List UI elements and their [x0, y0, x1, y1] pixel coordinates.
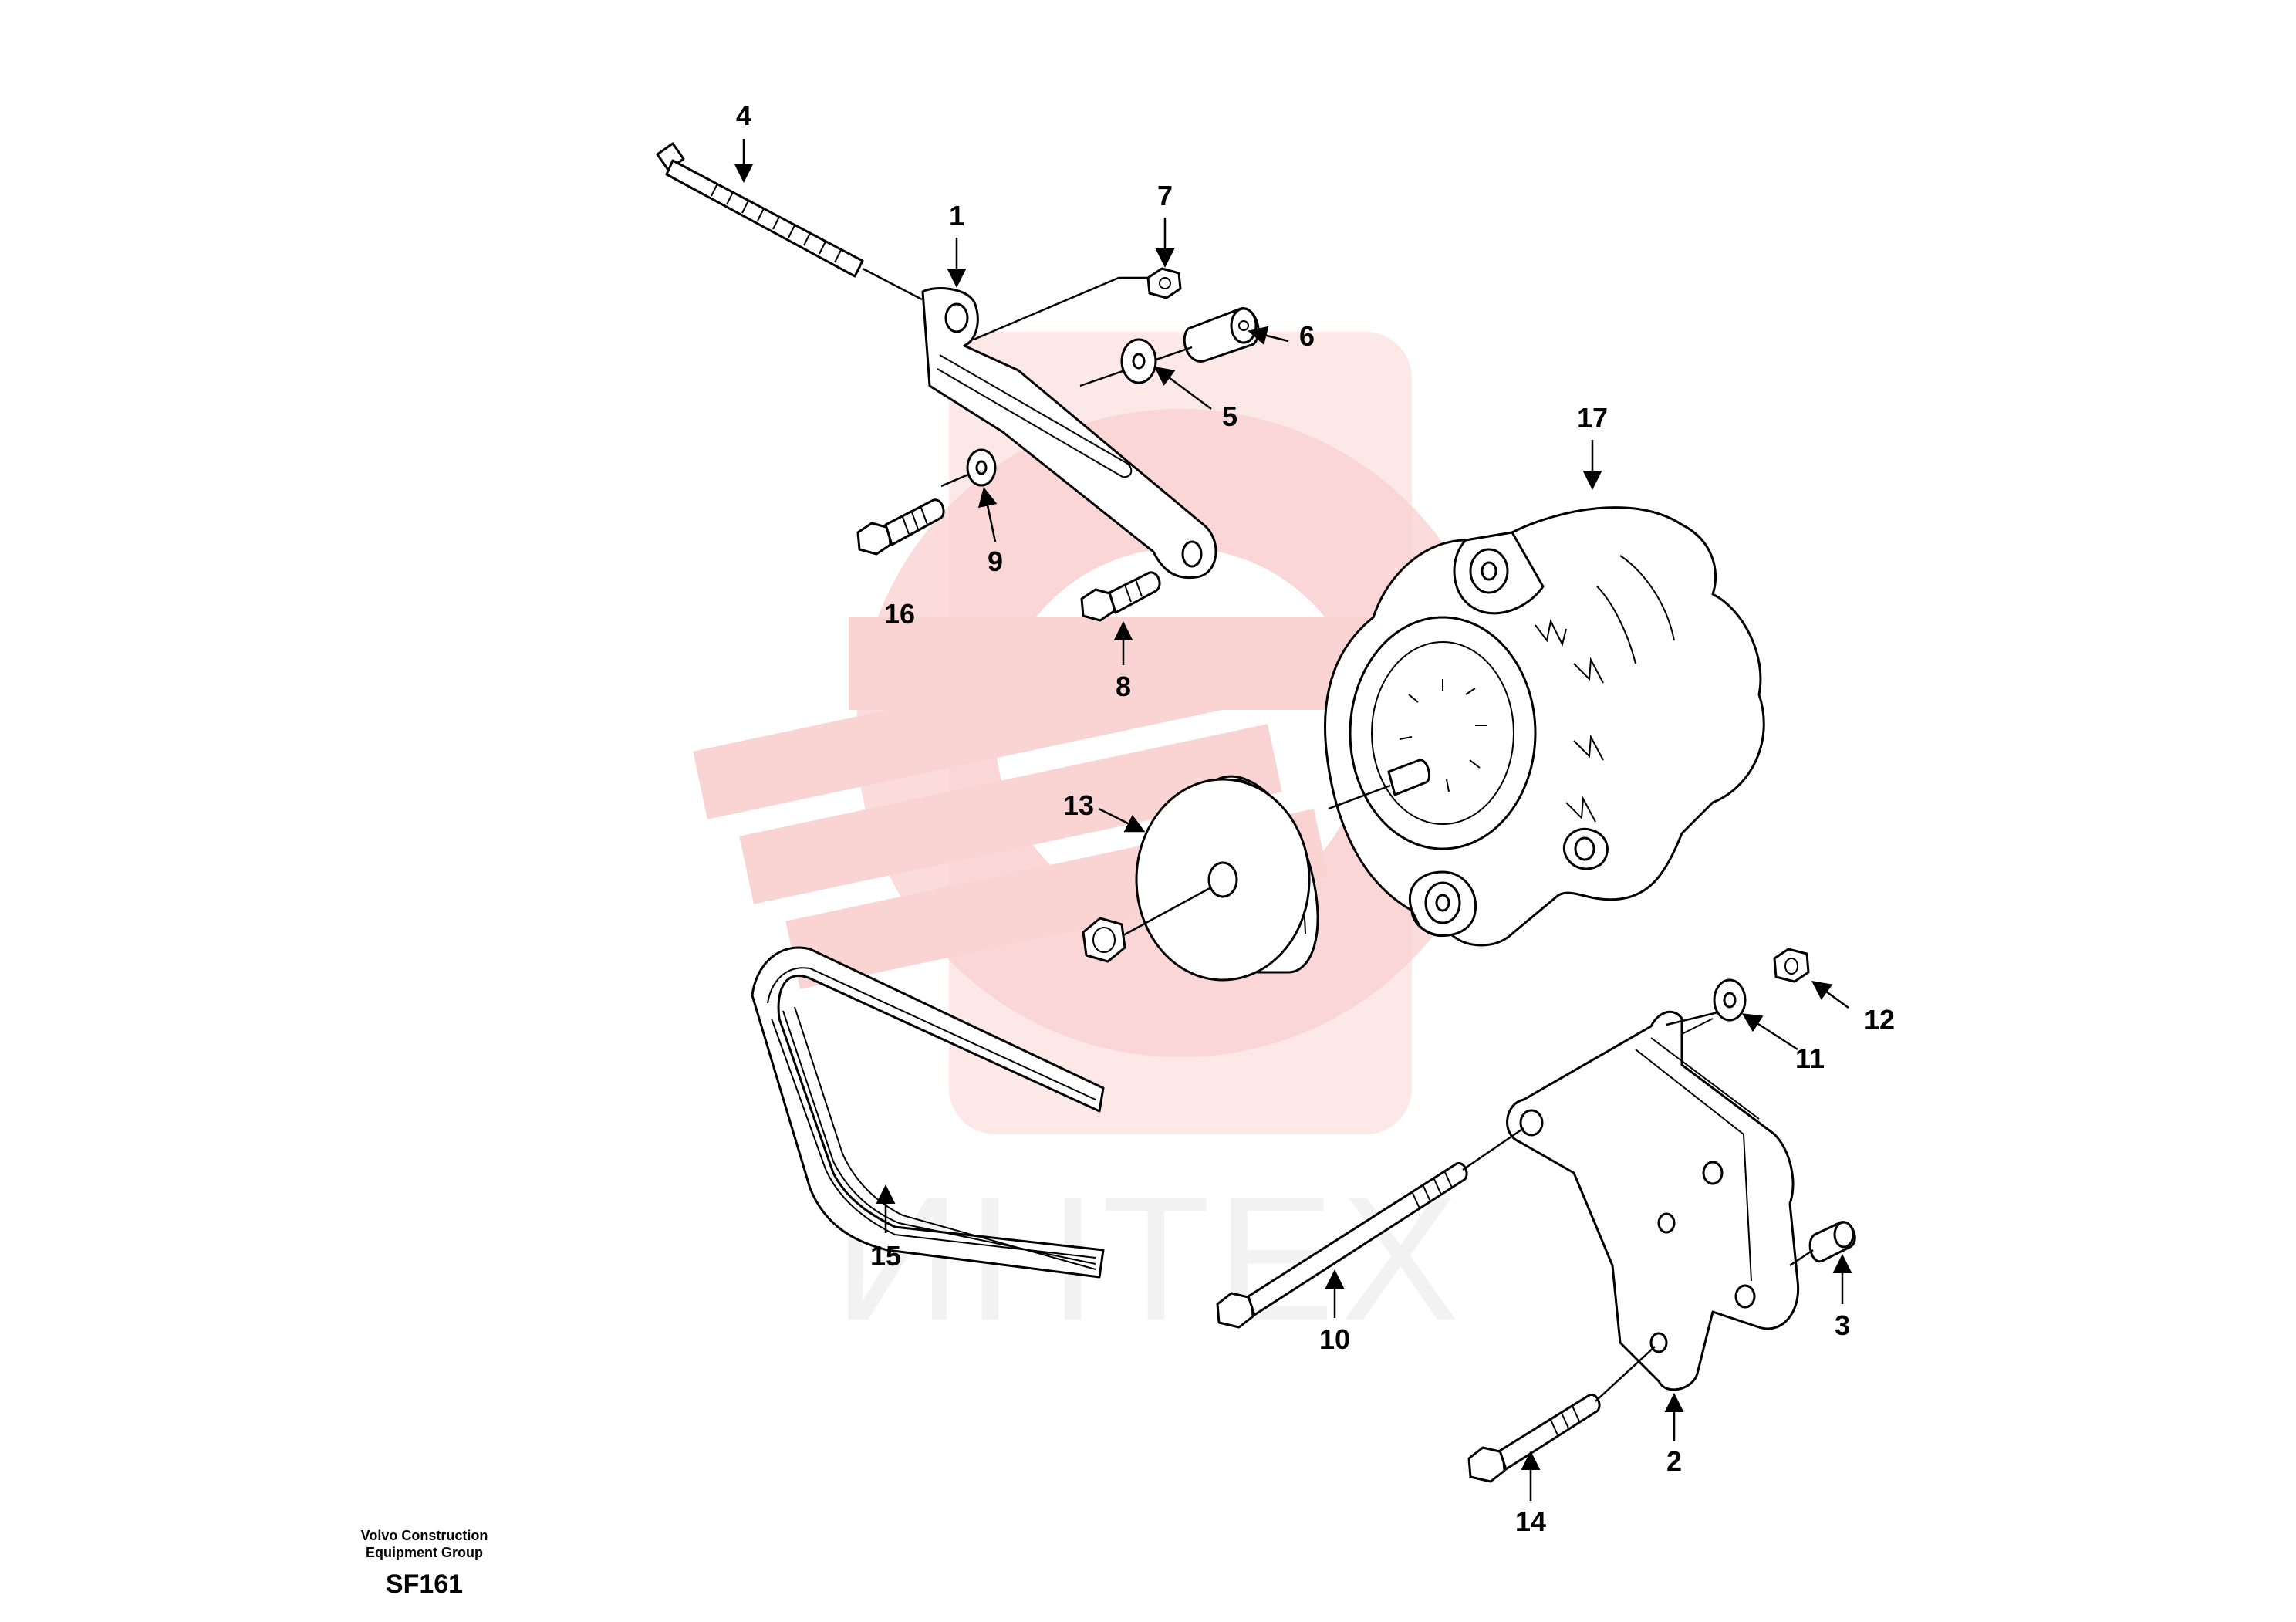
- callout-15: 15: [870, 1240, 901, 1272]
- callout-2: 2: [1666, 1445, 1682, 1477]
- part-2-lower-bracket: [1506, 1009, 1800, 1391]
- footer-company-line2: Equipment Group: [366, 1545, 483, 1560]
- callout-14: 14: [1515, 1505, 1546, 1537]
- callout-6: 6: [1299, 320, 1315, 352]
- callout-3: 3: [1835, 1309, 1850, 1341]
- part-5-washer: [1120, 338, 1157, 384]
- callout-4: 4: [736, 100, 751, 131]
- part-9-washer: [940, 448, 997, 488]
- part-12-nut: [1773, 948, 1810, 983]
- callout-16: 16: [884, 598, 915, 630]
- part-15-belt: [751, 946, 1105, 1279]
- callout-5: 5: [1222, 400, 1237, 432]
- callout-12: 12: [1864, 1004, 1895, 1036]
- footer-drawing-code: SF161: [386, 1570, 463, 1599]
- footer: Volvo Construction Equipment Group SF161: [361, 1528, 488, 1599]
- callout-17: 17: [1577, 402, 1608, 434]
- callout-13: 13: [1063, 789, 1094, 821]
- footer-company-line1: Volvo Construction: [361, 1528, 488, 1543]
- part-7-nut: [1146, 267, 1182, 299]
- callout-7: 7: [1157, 180, 1173, 211]
- callout-1: 1: [949, 200, 964, 231]
- part-1-bracket: [921, 276, 1217, 580]
- callouts: 4 1 7 6 5 17 9 16 8 13 12 11 15 10 3 2 1…: [736, 100, 1895, 1537]
- callout-10: 10: [1319, 1323, 1350, 1355]
- part-4-long-bolt: [656, 142, 923, 301]
- watermark-gear-icon: [693, 332, 1512, 1134]
- part-17-alternator: [1324, 506, 1765, 947]
- part-14-bolt: [1467, 1346, 1656, 1483]
- part-11-washer: [1713, 978, 1747, 1022]
- part-8-bolt: [1080, 571, 1161, 622]
- part-16-bolt: [856, 498, 945, 556]
- watermark-text: ИНТЕХ: [834, 1159, 1466, 1357]
- leader-lines: [734, 139, 1852, 1501]
- part-3-bushing: [1789, 1221, 1856, 1267]
- part-13-pulley: [1082, 775, 1319, 982]
- part-10-long-bolt: [1216, 1127, 1524, 1329]
- callout-8: 8: [1116, 671, 1131, 702]
- watermark: ИНТЕХ: [693, 332, 1512, 1357]
- callout-11: 11: [1795, 1042, 1825, 1074]
- callout-9: 9: [988, 546, 1003, 577]
